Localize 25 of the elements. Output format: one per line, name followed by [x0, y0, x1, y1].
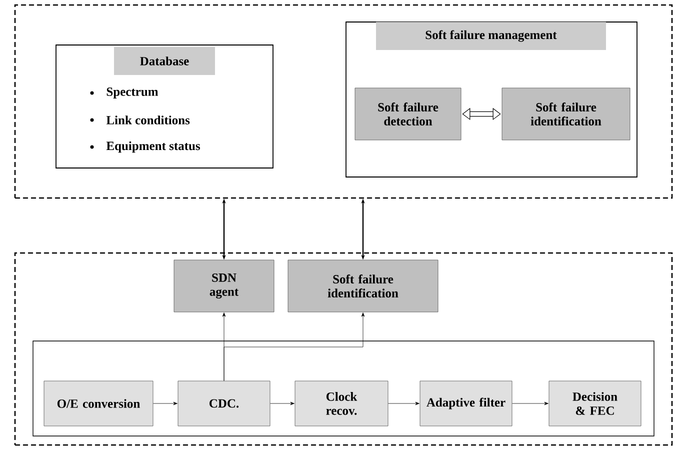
process-box: O/E conversion	[44, 380, 154, 426]
receiver-frame	[32, 340, 654, 436]
process-box: CDC.	[178, 380, 270, 426]
process-box: Adaptive filter	[420, 380, 512, 426]
heading-label: Soft failure management	[376, 22, 606, 50]
arrow	[224, 312, 365, 381]
process-box: Soft failure identification	[288, 260, 438, 312]
arrow	[270, 402, 294, 406]
dashed-frame	[14, 252, 673, 446]
process-box: Decision & FEC	[548, 380, 642, 426]
process-box: Soft failure identification	[502, 88, 630, 140]
dashed-frame	[14, 4, 673, 199]
arrow	[388, 402, 420, 406]
list-item: Spectrum	[106, 88, 158, 98]
process-box: Clock recov.	[294, 380, 388, 426]
list-item: Link conditions	[106, 116, 190, 124]
process-box: Soft failure detection	[354, 88, 462, 140]
arrow	[462, 108, 501, 120]
process-box: SDN agent	[174, 260, 274, 312]
arrow	[153, 402, 178, 406]
arrow	[512, 402, 548, 406]
database-box	[56, 44, 274, 168]
heading-label: Database	[114, 47, 215, 75]
management-box	[346, 22, 638, 178]
list-item: Equipment status	[106, 141, 200, 153]
